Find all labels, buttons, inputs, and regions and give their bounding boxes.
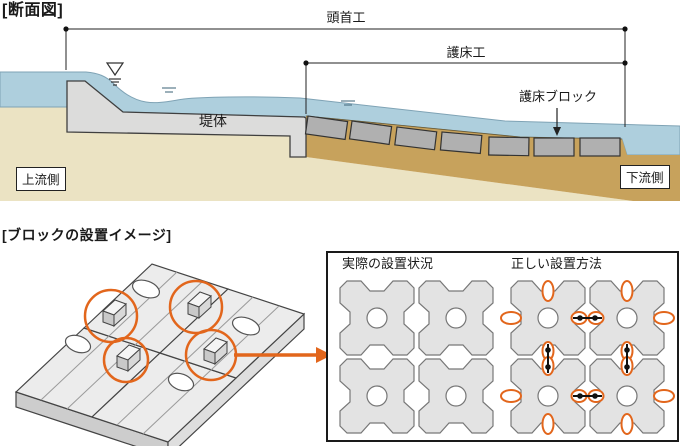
label-correct-installation: 正しい設置方法	[511, 256, 603, 271]
label-weir-body: 堤体	[199, 113, 227, 129]
dim-label-bed-protection-works: 護床工	[446, 45, 486, 60]
installation-panel	[326, 251, 679, 442]
upstream-side-box: 上流側	[16, 167, 66, 191]
plan-block	[418, 358, 494, 434]
connector-ties	[545, 315, 630, 399]
installation-title: [ブロックの設置イメージ]	[2, 227, 172, 243]
water-surface-mark	[162, 87, 176, 93]
bed-block	[488, 136, 530, 157]
cross-section-title: [断面図]	[2, 2, 64, 19]
highlight-circle	[83, 288, 139, 344]
highlight-circle	[168, 279, 224, 335]
plan-block	[339, 358, 415, 434]
soil-light-area	[0, 107, 633, 201]
arrow-down-icon	[553, 108, 561, 136]
block-3d-ridges	[40, 271, 280, 435]
water-level-icon	[105, 62, 125, 86]
dim-label-headworks: 頭首工	[326, 10, 366, 25]
plan-block	[339, 280, 415, 356]
arrow-right-icon	[234, 347, 332, 363]
downstream-side-box: 下流側	[620, 165, 670, 189]
bed-block	[579, 137, 621, 157]
plan-block	[418, 280, 494, 356]
bed-block	[439, 131, 483, 155]
block-3d-illustration	[14, 263, 332, 446]
water-surface-mark	[341, 100, 355, 106]
bed-block	[394, 126, 438, 151]
weir-body-shape	[66, 80, 307, 158]
dimension-lines	[65, 28, 626, 127]
bed-block	[348, 120, 393, 146]
highlight-circle	[102, 336, 150, 384]
label-bed-protection-block: 護床ブロック	[519, 89, 598, 104]
correct-installation-diagram	[500, 280, 675, 435]
bed-block	[304, 115, 349, 141]
bed-block	[533, 137, 575, 157]
cross-section-diagram	[0, 26, 680, 201]
block-3d-holes	[64, 279, 261, 392]
label-actual-installation: 実際の設置状況	[342, 256, 434, 271]
dimension-dots	[63, 26, 628, 66]
bed-blocks-row	[304, 115, 621, 157]
